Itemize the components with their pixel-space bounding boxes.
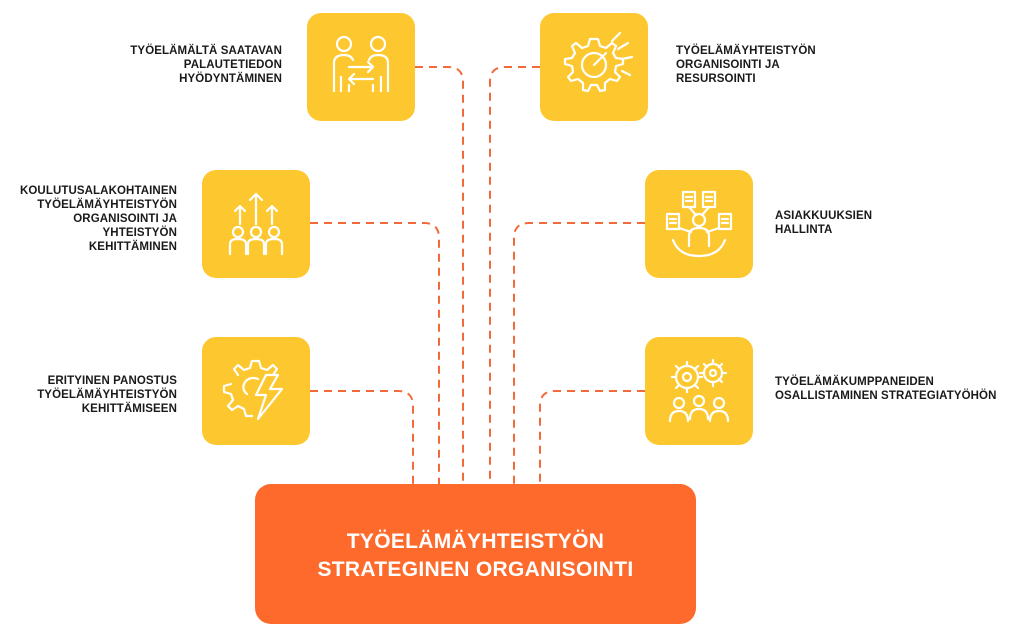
connector-middle-left xyxy=(310,222,440,484)
customer-documents-icon xyxy=(665,190,733,258)
center-title: TYÖELÄMÄYHTEISTYÖN STRATEGINEN ORGANISOI… xyxy=(317,530,634,581)
label-feedback-utilization: TYÖELÄMÄLTÄ SAATAVAN PALAUTETIEDON HYÖDY… xyxy=(130,45,282,85)
tile-feedback-utilization xyxy=(307,13,415,121)
tile-field-specific-cooperation xyxy=(202,170,310,278)
connector-bottom-left xyxy=(310,390,414,484)
tile-partner-participation xyxy=(645,337,753,445)
label-partner-participation: TYÖELÄMÄKUMPPANEIDEN OSALLISTAMINEN STRA… xyxy=(775,376,997,402)
connector-bottom-right xyxy=(539,390,645,484)
tile-customer-management xyxy=(645,170,753,278)
gear-speed-icon xyxy=(563,31,634,93)
gears-people-icon xyxy=(668,358,730,423)
gear-lightning-icon xyxy=(222,359,284,421)
tile-special-investment xyxy=(202,337,310,445)
people-exchange-icon xyxy=(332,35,390,93)
center-box: TYÖELÄMÄYHTEISTYÖN STRATEGINEN ORGANISOI… xyxy=(255,484,696,624)
label-special-investment: ERITYINEN PANOSTUS TYÖELÄMÄYHTEISTYÖN KE… xyxy=(37,375,177,415)
tile-organisation-resourcing xyxy=(540,13,648,121)
label-organisation-resourcing: TYÖELÄMÄYHTEISTYÖN ORGANISOINTI JA RESUR… xyxy=(676,45,816,85)
connector-lines xyxy=(310,66,645,484)
connector-top-left xyxy=(415,66,464,484)
label-field-specific-cooperation: KOULUTUSALAKOHTAINEN TYÖELÄMÄYHTEISTYÖN … xyxy=(19,185,177,253)
connector-top-right xyxy=(489,66,540,484)
label-customer-management: ASIAKKUUKSIEN HALLINTA xyxy=(775,210,873,236)
connector-middle-right xyxy=(513,222,645,484)
team-growth-icon xyxy=(228,192,284,256)
